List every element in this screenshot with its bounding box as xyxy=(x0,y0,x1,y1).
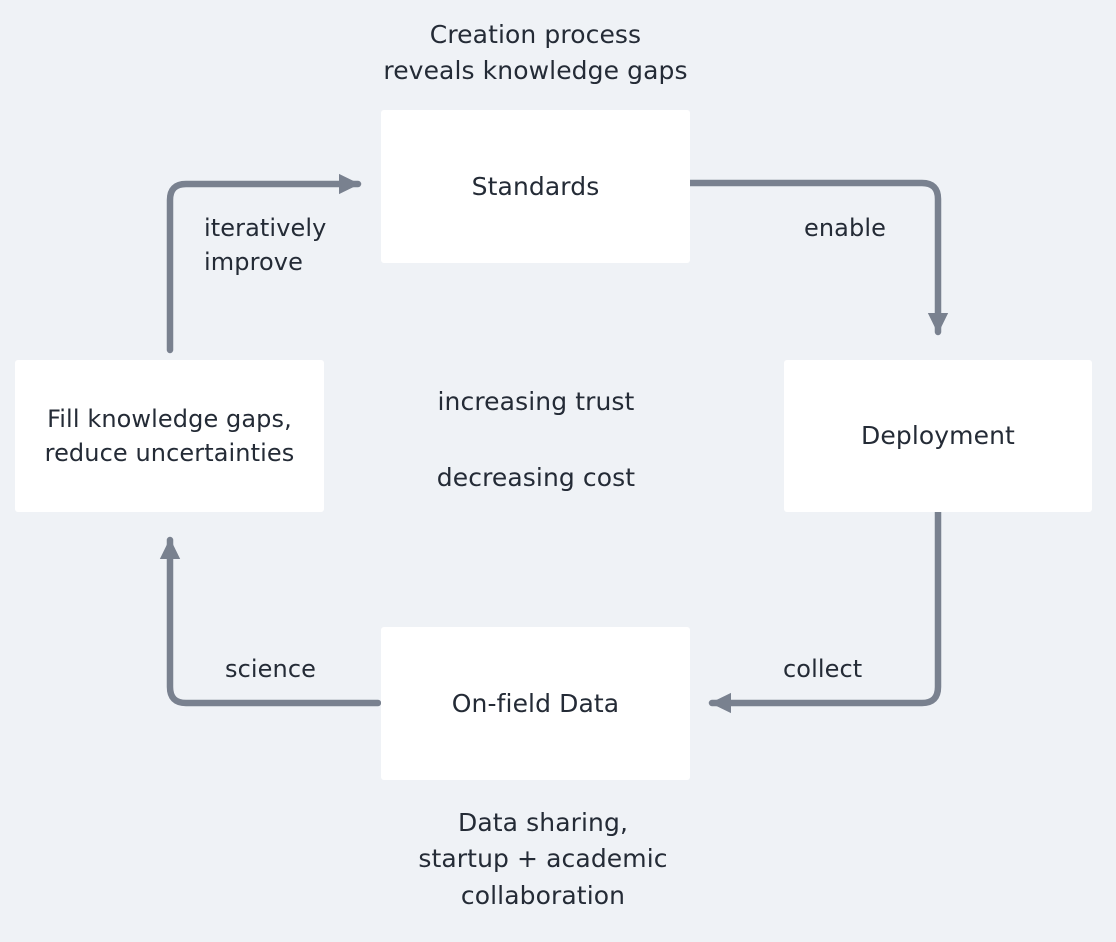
node-on-field-data-line-1: On-field Data xyxy=(451,688,620,718)
node-deployment-label: Deployment xyxy=(861,418,1015,454)
edge-label-collect: collect xyxy=(783,652,862,686)
node-fill-knowledge-gaps[interactable]: Fill knowledge gaps, reduce uncertaintie… xyxy=(15,360,324,512)
edge-label-iteratively-improve-line-2: improve xyxy=(204,248,303,277)
node-fill-knowledge-gaps-label: Fill knowledge gaps, reduce uncertaintie… xyxy=(45,402,295,470)
edge-label-science: science xyxy=(225,652,316,686)
edge-label-iteratively-improve-line-1: iteratively xyxy=(204,214,327,242)
annotation-creation-process: Creation process reveals knowledge gaps xyxy=(0,17,1075,90)
node-fill-knowledge-gaps-line-1: Fill knowledge gaps, xyxy=(47,404,292,433)
node-fill-knowledge-gaps-line-2: reduce uncertainties xyxy=(44,439,295,467)
annotation-data-sharing: Data sharing, startup + academic collabo… xyxy=(0,805,1086,914)
annotation-increasing-trust: increasing trust xyxy=(380,384,692,420)
edge-label-enable-text: enable xyxy=(804,214,886,242)
annotation-creation-process-line-1: Creation process xyxy=(429,20,642,49)
edge-label-collect-text: collect xyxy=(783,655,863,683)
annotation-creation-process-line-2: reveals knowledge gaps xyxy=(383,56,688,86)
annotation-decreasing-cost-text: decreasing cost xyxy=(436,463,636,492)
node-standards-line-1: Standards xyxy=(471,171,600,201)
node-on-field-data[interactable]: On-field Data xyxy=(381,627,690,780)
annotation-decreasing-cost: decreasing cost xyxy=(380,460,692,496)
node-deployment[interactable]: Deployment xyxy=(784,360,1092,512)
edge-label-science-text: science xyxy=(225,655,317,683)
annotation-data-sharing-line-3: collaboration xyxy=(460,880,626,910)
node-deployment-line-1: Deployment xyxy=(861,421,1015,451)
annotation-increasing-trust-text: increasing trust xyxy=(437,387,635,416)
annotation-data-sharing-line-1: Data sharing, xyxy=(457,808,628,837)
edge-enable-path xyxy=(680,179,949,336)
edge-label-enable: enable xyxy=(804,211,886,245)
annotation-data-sharing-line-2: startup + academic xyxy=(418,844,668,874)
edge-label-iteratively-improve: iteratively improve xyxy=(204,211,326,279)
node-on-field-data-label: On-field Data xyxy=(452,686,619,722)
node-standards-label: Standards xyxy=(472,169,600,205)
node-standards[interactable]: Standards xyxy=(381,110,690,263)
